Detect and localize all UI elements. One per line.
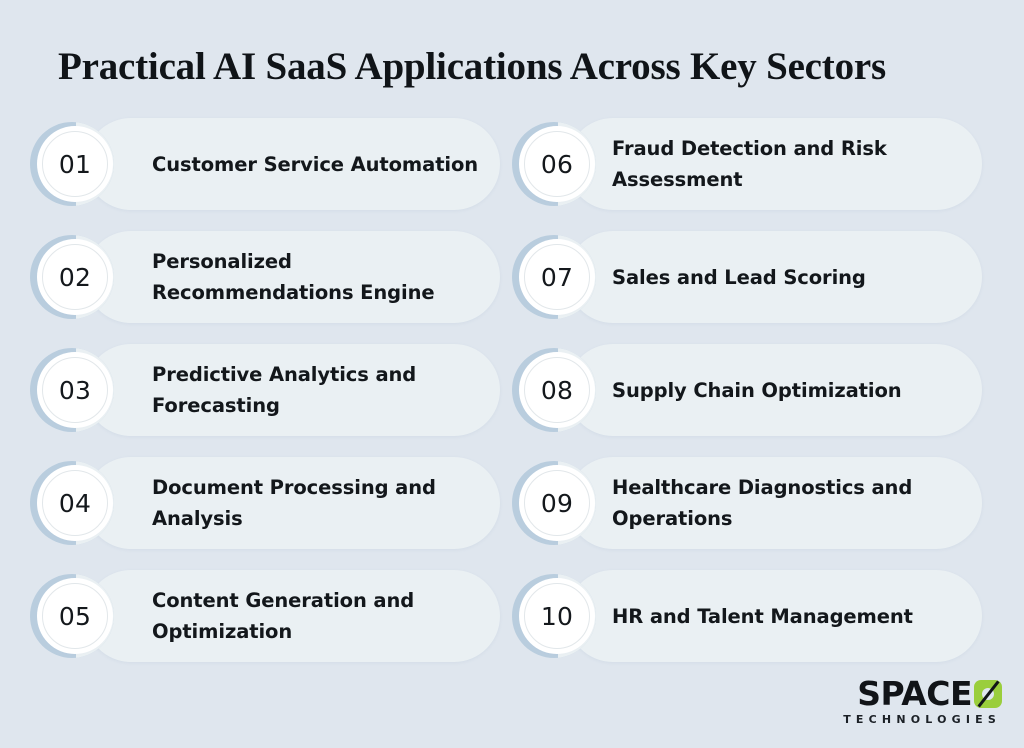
list-item[interactable]: 02 Personalized Recommendations Engine [30, 231, 500, 323]
list-item-number-badge: 07 [524, 244, 590, 310]
list-item-number: 07 [540, 262, 574, 292]
list-item[interactable]: 07 Sales and Lead Scoring [512, 231, 982, 323]
list-item-number: 02 [58, 262, 92, 292]
brand-name: SPACE [857, 674, 972, 713]
list-item[interactable]: 09 Healthcare Diagnostics and Operations [512, 457, 982, 549]
list-item-card [85, 231, 500, 323]
slashed-circle-icon [974, 679, 1002, 708]
list-item[interactable]: 04 Document Processing and Analysis [30, 457, 500, 549]
list-column-right: 06 Fraud Detection and Risk Assessment 0… [512, 118, 982, 666]
list-item-label: HR and Talent Management [612, 604, 913, 628]
list-item[interactable]: 05 Content Generation and Optimization [30, 570, 500, 662]
list-item-number-badge: 10 [524, 583, 590, 649]
list-item-label: Sales and Lead Scoring [612, 265, 866, 289]
list-item-number-badge: 01 [42, 131, 108, 197]
list-item-number-badge: 09 [524, 470, 590, 536]
list-item-label: Customer Service Automation [152, 152, 479, 176]
list-item[interactable]: 06 Fraud Detection and Risk Assessment [512, 118, 982, 210]
list-item-label: Document Processing and Analysis [152, 476, 436, 530]
list-item-label: Predictive Analytics and Forecasting [152, 363, 417, 417]
list-item-card [85, 118, 500, 210]
list-item-label: Personalized Recommendations Engine [152, 250, 435, 304]
list-item-number: 09 [540, 488, 574, 518]
list-item-number-badge: 03 [42, 357, 108, 423]
list-item[interactable]: 08 Supply Chain Optimization [512, 344, 982, 436]
list-item[interactable]: 10 HR and Talent Management [512, 570, 982, 662]
list-item-number: 05 [58, 601, 92, 631]
list-item-number: 06 [540, 149, 574, 179]
list-item-card [567, 457, 982, 549]
list-item-card [567, 118, 982, 210]
list-item-number-badge: 04 [42, 470, 108, 536]
list-item-number-badge: 05 [42, 583, 108, 649]
list-item-number: 08 [540, 375, 574, 405]
list-board: 01 Customer Service Automation 02 Person… [0, 118, 1024, 666]
list-item-number: 03 [58, 375, 92, 405]
list-item-number: 04 [58, 488, 92, 518]
list-item-label: Fraud Detection and Risk Assessment [612, 137, 887, 191]
list-item[interactable]: 01 Customer Service Automation [30, 118, 500, 210]
brand-logo-main: SPACE [843, 677, 1002, 711]
list-item-number: 10 [540, 601, 574, 631]
list-item-label: Supply Chain Optimization [612, 378, 902, 402]
list-item-number-badge: 06 [524, 131, 590, 197]
list-item-label: Content Generation and Optimization [152, 589, 415, 643]
list-item-card [85, 570, 500, 662]
list-item-card [567, 231, 982, 323]
list-column-left: 01 Customer Service Automation 02 Person… [30, 118, 500, 666]
list-item-number-badge: 08 [524, 357, 590, 423]
page-title: Practical AI SaaS Applications Across Ke… [58, 45, 886, 88]
list-item-card [567, 570, 982, 662]
list-item-card [85, 457, 500, 549]
list-item-card [567, 344, 982, 436]
list-item-card [85, 344, 500, 436]
brand-tagline: TECHNOLOGIES [843, 713, 1001, 726]
list-item[interactable]: 03 Predictive Analytics and Forecasting [30, 344, 500, 436]
list-item-label: Healthcare Diagnostics and Operations [612, 476, 913, 530]
list-item-number: 01 [58, 149, 92, 179]
brand-logo: SPACE TECHNOLOGIES [843, 677, 1002, 726]
list-item-number-badge: 02 [42, 244, 108, 310]
